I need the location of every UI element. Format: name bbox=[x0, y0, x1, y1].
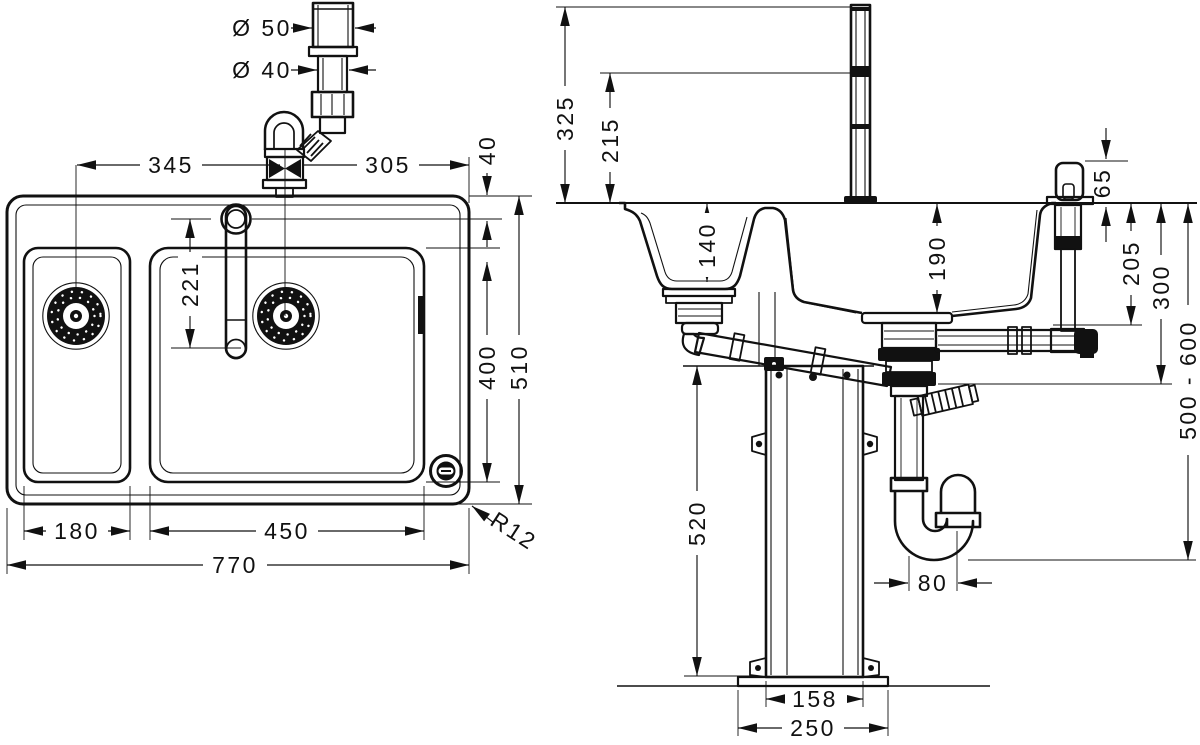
diagonal-waste-pipe bbox=[693, 331, 893, 388]
base-plate bbox=[736, 675, 890, 688]
dim-trap-offset: 80 bbox=[918, 570, 949, 596]
drain-knob bbox=[1054, 161, 1085, 202]
section-dimension-texts: 325 215 140 190 65 205 300 500 - 600 520… bbox=[552, 86, 1200, 741]
dim-small-bowl-depth: 140 bbox=[694, 222, 720, 268]
sink-section bbox=[619, 201, 1056, 366]
mounting-stand bbox=[683, 364, 890, 688]
dim-waste-depth: 205 bbox=[1118, 240, 1144, 286]
dim-tap-hole-offset: 40 bbox=[474, 135, 500, 166]
dim-waste-outer-diameter: Ø 50 bbox=[232, 15, 292, 41]
dim-drain-to-edge: 305 bbox=[365, 152, 411, 178]
drain-control-side bbox=[934, 161, 1098, 358]
left-drain-strainer bbox=[42, 282, 110, 350]
dim-main-bowl-width: 450 bbox=[264, 518, 310, 544]
dim-left-bowl-width: 180 bbox=[54, 518, 100, 544]
dim-drain-spacing: 345 bbox=[148, 152, 194, 178]
section-dimension-lines bbox=[560, 7, 1193, 736]
faucet-side bbox=[844, 3, 877, 203]
drain-control-knob-plan bbox=[429, 454, 463, 488]
waste-elbow bbox=[681, 332, 706, 357]
main-drain-strainer bbox=[252, 282, 320, 350]
faucet-plan bbox=[220, 203, 252, 360]
spout-outlet-band bbox=[851, 66, 870, 77]
dim-spout-reach: 221 bbox=[177, 261, 203, 307]
dim-clearance-depth: 300 bbox=[1148, 264, 1174, 310]
dim-main-bowl-depth: 190 bbox=[924, 235, 950, 281]
dim-stand-width: 158 bbox=[792, 686, 838, 712]
overflow-slot bbox=[418, 296, 425, 334]
dim-sink-width: 770 bbox=[212, 552, 258, 578]
dim-corner-radius: R12 bbox=[486, 507, 542, 556]
dim-sink-depth: 510 bbox=[506, 344, 532, 390]
left-bowl-plan bbox=[22, 246, 132, 484]
trap-u-bend bbox=[893, 491, 975, 562]
dim-outlet-height-range: 500 - 600 bbox=[1175, 320, 1200, 440]
dim-stand-height: 520 bbox=[684, 500, 710, 546]
section-view: 325 215 140 190 65 205 300 500 - 600 520… bbox=[552, 3, 1200, 741]
faucet-base bbox=[844, 196, 877, 203]
plan-view: Ø 50 Ø 40 345 305 40 221 400 510 180 450… bbox=[5, 1, 542, 578]
dim-spout-height: 215 bbox=[597, 117, 623, 163]
corrugated-hose bbox=[909, 383, 980, 417]
waste-pipe-assembly bbox=[261, 1, 359, 316]
dim-base-width: 250 bbox=[790, 715, 836, 741]
dim-bowl-depth: 400 bbox=[474, 344, 500, 390]
dim-tap-height: 325 bbox=[552, 95, 578, 141]
dim-waste-diameter: Ø 40 bbox=[232, 57, 292, 83]
reference-lines bbox=[556, 6, 1197, 687]
main-bowl-plan bbox=[148, 246, 463, 488]
dim-knob-height: 65 bbox=[1089, 168, 1115, 199]
